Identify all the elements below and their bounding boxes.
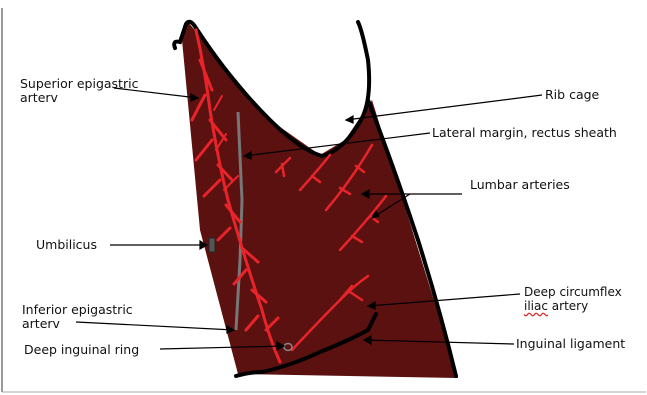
umbilicus-marker	[209, 238, 215, 252]
label-superior-epigastric-line1: Superior epigastric	[20, 77, 138, 91]
label-deep-inguinal-ring: Deep inguinal ring	[24, 343, 139, 357]
label-deep-circumflex-line2: iliac artery	[524, 299, 622, 313]
label-deep-circumflex-line1: Deep circumflex	[524, 285, 622, 299]
label-inferior-epigastric-artery: Inferior epigastric arterv	[22, 303, 133, 331]
abdominal-wall-shape	[182, 22, 458, 378]
label-deep-circumflex-artery-word: artery	[552, 299, 588, 313]
label-inferior-epigastric-line2: arterv	[22, 317, 133, 331]
label-lateral-margin-rectus-sheath: Lateral margin, rectus sheath	[432, 126, 617, 140]
label-rib-cage: Rib cage	[545, 88, 599, 102]
label-umbilicus: Umbilicus	[36, 238, 97, 252]
label-inguinal-ligament: Inguinal ligament	[516, 337, 625, 351]
label-deep-circumflex-iliac-word: iliac	[524, 299, 548, 313]
label-inferior-epigastric-line1: Inferior epigastric	[22, 303, 133, 317]
label-deep-circumflex-iliac-artery: Deep circumflex iliac artery	[524, 285, 622, 313]
label-superior-epigastric-line2: arterv	[20, 91, 138, 105]
label-superior-epigastric-artery: Superior epigastric arterv	[20, 77, 138, 105]
label-lumbar-arteries: Lumbar arteries	[470, 178, 570, 192]
